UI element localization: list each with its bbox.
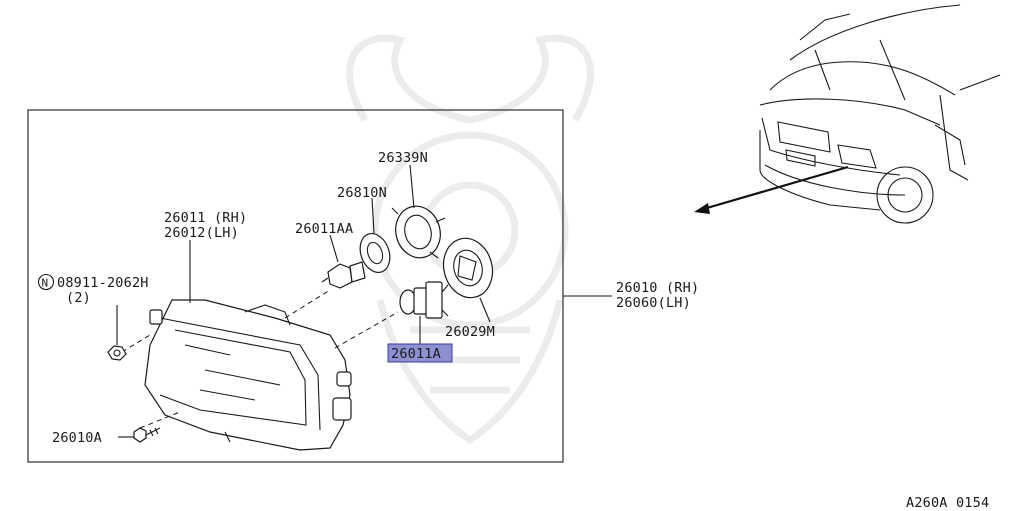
svg-text:N: N bbox=[42, 277, 49, 290]
socket-ring bbox=[359, 233, 391, 273]
label-26060-lh[interactable]: 26060(LH) bbox=[616, 295, 691, 311]
leader-26810N bbox=[371, 197, 375, 234]
guide-line-3 bbox=[139, 411, 181, 429]
part-highlight[interactable] bbox=[387, 343, 453, 363]
vehicle-front-illustration bbox=[759, 4, 1001, 224]
mounting-screw bbox=[133, 427, 161, 443]
n-circle-icon: N bbox=[37, 273, 55, 291]
halogen-bulb bbox=[399, 281, 449, 319]
guide-line-4 bbox=[121, 334, 151, 353]
diagram-code: A260A 0154 bbox=[906, 495, 989, 511]
mounting-nut bbox=[107, 345, 127, 361]
label-08911-2062H[interactable]: 08911-2062H bbox=[57, 275, 149, 291]
label-26010-rh[interactable]: 26010 (RH) bbox=[616, 280, 699, 296]
headlamp-housing bbox=[144, 299, 352, 451]
watermark-emblem bbox=[346, 34, 594, 445]
label-26810N[interactable]: 26810N bbox=[337, 185, 387, 201]
dust-cap bbox=[442, 237, 494, 299]
retaining-ring bbox=[391, 205, 446, 259]
label-26011A[interactable]: 26011A bbox=[391, 346, 441, 362]
position-bulb bbox=[321, 261, 366, 289]
label-26339N[interactable]: 26339N bbox=[378, 150, 428, 166]
leader-26011AA bbox=[329, 234, 339, 263]
label-26012-lh[interactable]: 26012(LH) bbox=[164, 225, 239, 241]
label-26011-rh[interactable]: 26011 (RH) bbox=[164, 210, 247, 226]
label-26010A[interactable]: 26010A bbox=[52, 430, 102, 446]
guide-line-1 bbox=[284, 289, 331, 319]
label-26029M[interactable]: 26029M bbox=[445, 324, 495, 340]
label-qty: (2) bbox=[66, 290, 91, 306]
label-26011AA[interactable]: 26011AA bbox=[295, 221, 353, 237]
leader-26339N bbox=[409, 164, 415, 209]
leader-26029M bbox=[479, 297, 491, 323]
callout-arrow bbox=[694, 165, 849, 214]
assembly-frame bbox=[27, 109, 564, 463]
guide-line-2 bbox=[334, 311, 399, 349]
